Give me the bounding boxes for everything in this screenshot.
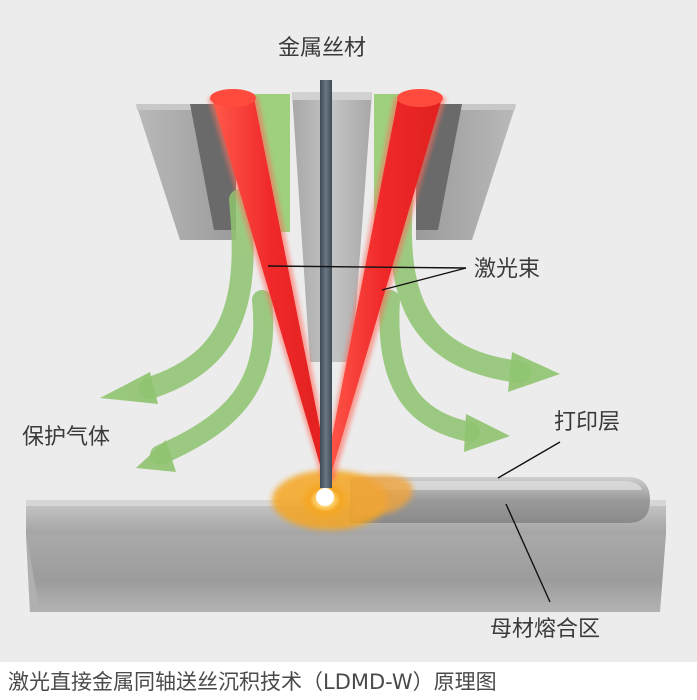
leader-laser-right	[381, 267, 467, 291]
printed-layer-bead	[350, 477, 650, 523]
label-shielding-gas: 保护气体	[22, 425, 110, 450]
label-printed-layer: 打印层	[554, 410, 620, 435]
gas-flow-left	[139, 189, 274, 465]
label-laser-beam: 激光束	[474, 257, 540, 282]
label-base-metal-fusion-zone: 母材熔合区	[490, 617, 600, 642]
leader-layer	[497, 441, 561, 479]
label-metal-wire: 金属丝材	[278, 36, 366, 61]
ldmd-w-schematic: 金属丝材 激光束 保护气体 打印层 母材熔合区	[0, 0, 697, 662]
gas-arrowheads	[100, 352, 560, 472]
figure-caption: 激光直接金属同轴送丝沉积技术（LDMD-W）原理图	[8, 670, 497, 694]
melt-pool	[272, 470, 413, 530]
leader-laser-left	[267, 265, 467, 269]
leader-melt	[505, 503, 551, 603]
metal-wire	[320, 80, 332, 488]
leader-lines	[267, 265, 561, 603]
laser-beam-right	[322, 89, 446, 480]
laser-beam-left	[208, 89, 334, 480]
